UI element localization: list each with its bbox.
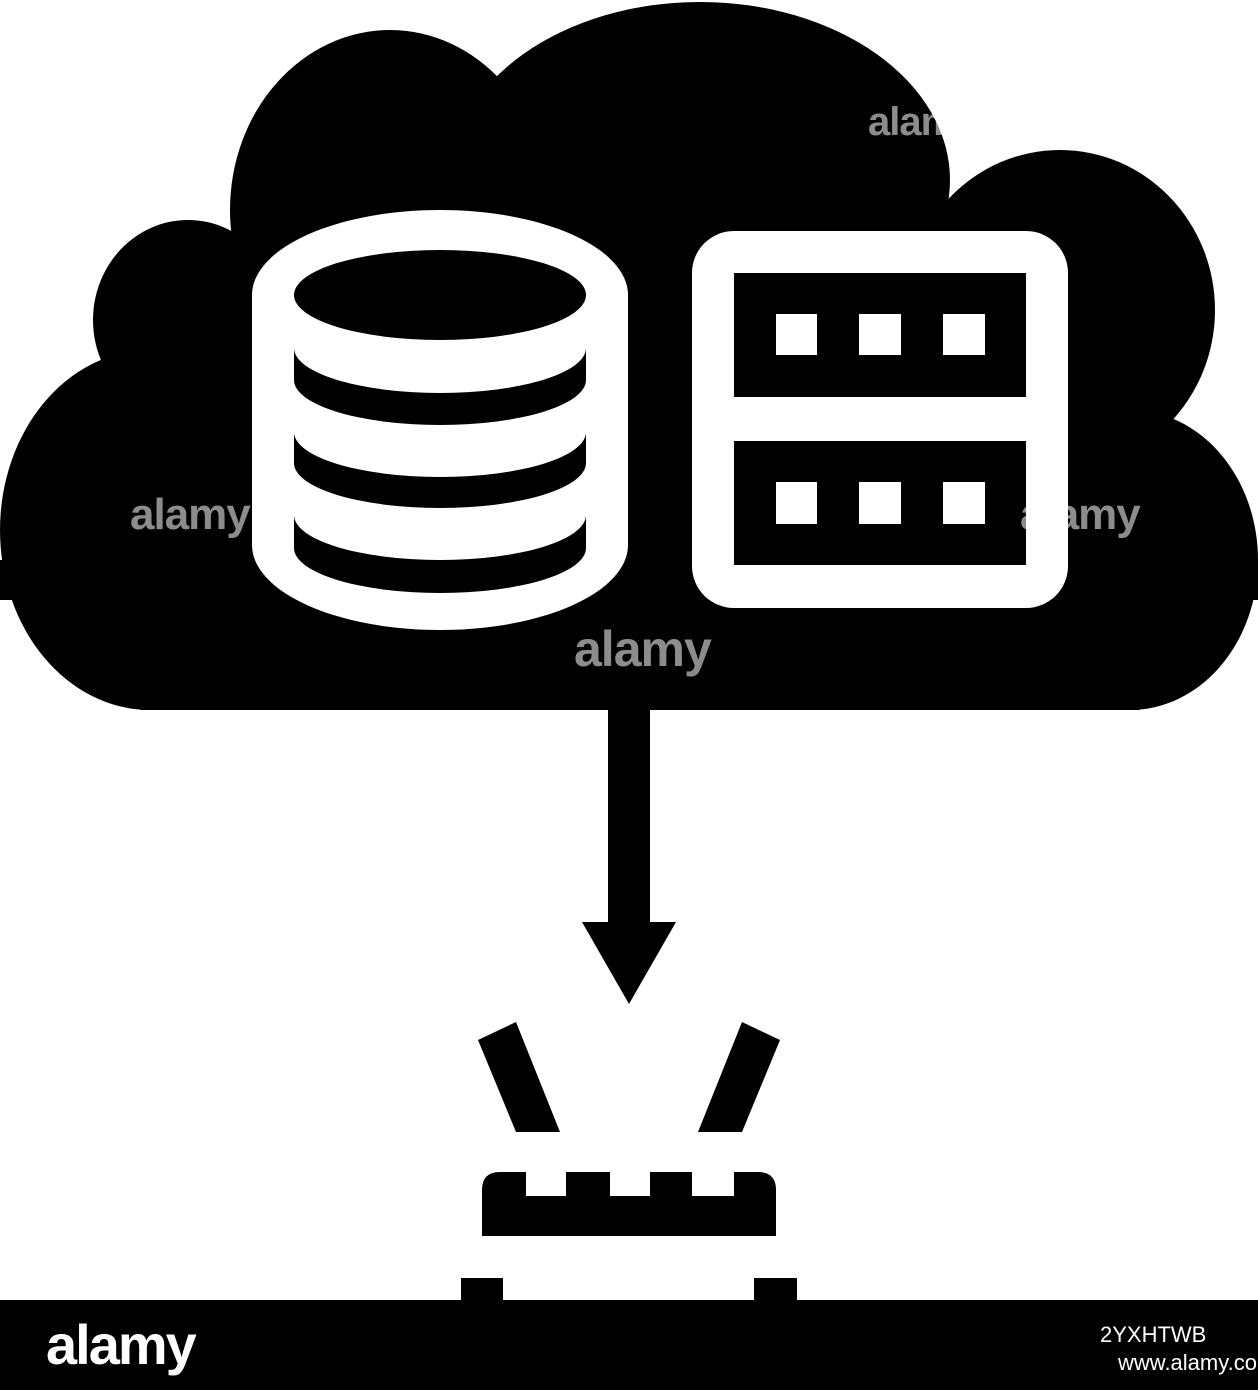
footer-image-code: 2YXHTWB — [1100, 1322, 1207, 1347]
device-base-icon — [461, 1172, 797, 1300]
footer-site: www.alamy.com — [1118, 1350, 1258, 1375]
database-icon — [252, 210, 628, 630]
footer-bar — [0, 1300, 1258, 1390]
footer-logo: alamy — [46, 1313, 197, 1376]
rays-icon — [478, 1022, 780, 1132]
server-icon — [692, 231, 1068, 608]
cloud-icon — [0, 2, 1258, 710]
cloud-download-storage-illustration — [0, 2, 1258, 1300]
arrow-down-icon — [582, 710, 676, 1004]
